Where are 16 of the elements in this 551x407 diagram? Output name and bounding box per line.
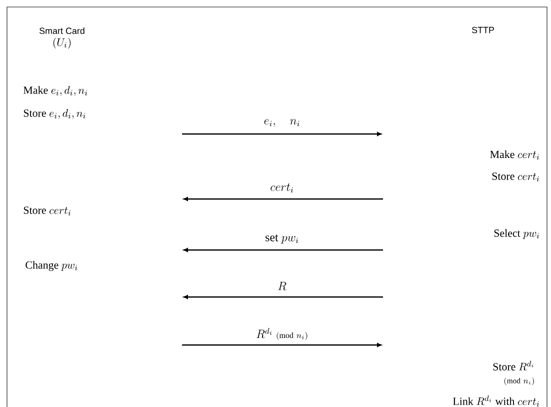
message-label: $\text{set } pw_i$: [266, 234, 298, 244]
step-text: $\text{Link } R^{d_i} \text{ with } cert_i$: [453, 395, 539, 407]
participant-label: Smart Card $(U_i)$: [40, 27, 84, 49]
step-text: $\text{Make } e_i, d_i, n_i$: [24, 86, 88, 96]
step-text: $\text{Store } e_i, d_i, n_i$: [24, 109, 86, 119]
participant-label: STTP: [472, 26, 494, 34]
message-label: $R^{d_i}\ {\scriptstyle (\mathrm{mod}\ n_i)}$: [256, 328, 308, 340]
step-text: $\text{Store } cert_i$: [492, 172, 539, 182]
step-text: $\begin{array}{r}\text{Store } R^{d_i}\\ {\scriptstyle (\mathrm{mod}\ n_i)}\end{array}$: [493, 360, 534, 386]
message-label: $R$: [278, 282, 286, 290]
message-label: $cert_i$: [270, 183, 293, 193]
step-text: $\text{Store } cert_i$: [24, 206, 71, 216]
step-text: $\text{Make } cert_i$: [490, 150, 539, 160]
step-text: $\text{Select } pw_i$: [494, 229, 539, 239]
message-label: $e_i,\quad n_i$: [264, 119, 300, 127]
step-text: $\text{Change } pw_i$: [26, 261, 78, 271]
